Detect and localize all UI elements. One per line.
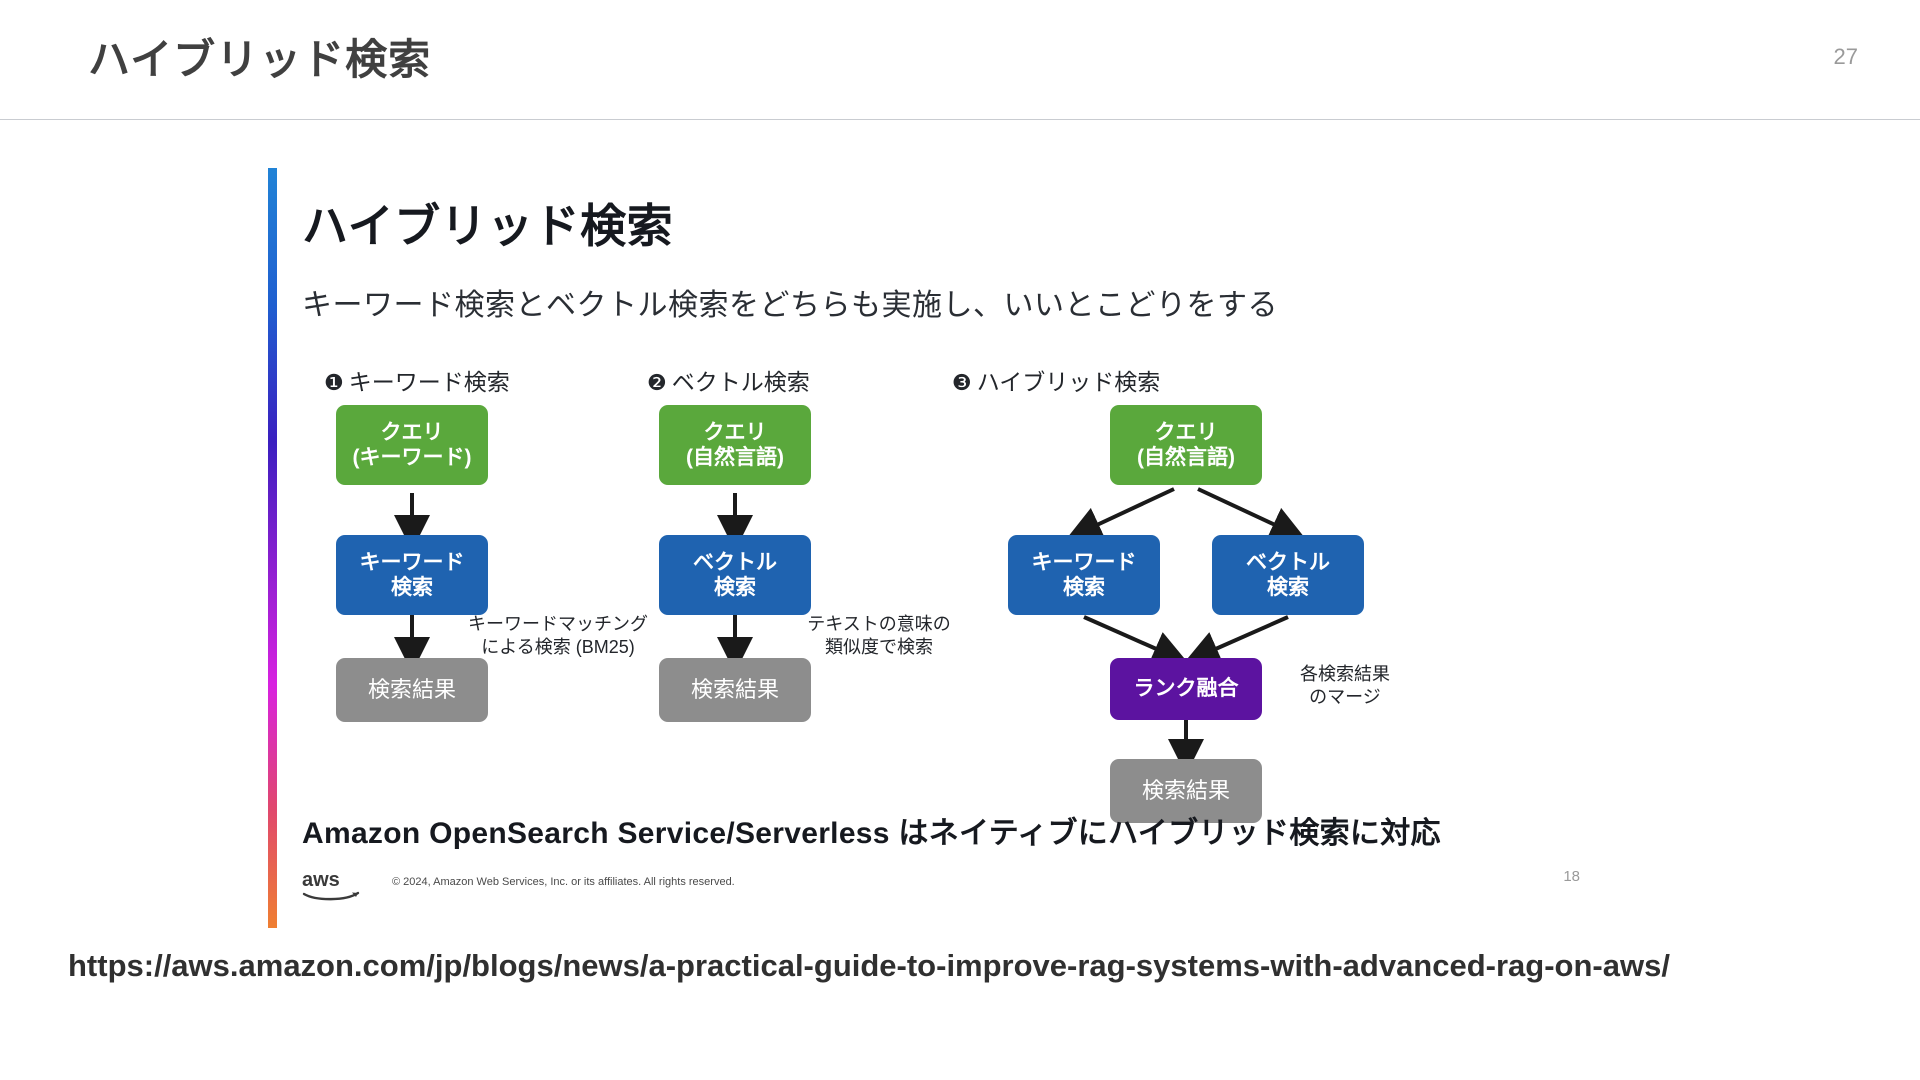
- result-box-hybrid: 検索結果: [1110, 759, 1262, 823]
- note-keyword-matching: キーワードマッチング による検索 (BM25): [468, 614, 648, 658]
- query-box-keyword: クエリ (キーワード): [336, 405, 488, 485]
- method-box-hybrid-vector: ベクトル 検索: [1212, 535, 1364, 615]
- note-semantic-similarity: テキストの意味の 類似度で検索: [807, 614, 951, 658]
- slide-content: ハイブリッド検索 キーワード検索とベクトル検索をどちらも実施し、いいとこどりをす…: [302, 168, 1598, 928]
- column-3-marker: ❸: [952, 370, 972, 395]
- slide-accent-bar: [268, 168, 277, 928]
- source-url[interactable]: https://aws.amazon.com/jp/blogs/news/a-p…: [68, 948, 1670, 983]
- page-number: 27: [1833, 44, 1858, 69]
- method-box-vector-search: ベクトル 検索: [659, 535, 811, 615]
- page-header: ハイブリッド検索 27: [0, 0, 1920, 120]
- svg-text:aws: aws: [302, 869, 340, 891]
- slide-footer-text: Amazon OpenSearch Service/Serverless はネイ…: [302, 817, 1441, 850]
- result-box-keyword: 検索結果: [336, 658, 488, 722]
- column-1-label: キーワード検索: [348, 369, 510, 395]
- note-merge-results: 各検索結果 のマージ: [1300, 664, 1390, 708]
- query-box-hybrid: クエリ (自然言語): [1110, 405, 1262, 485]
- slide-page-number: 18: [1563, 868, 1580, 885]
- column-1-marker: ❶: [324, 370, 344, 395]
- aws-logo-icon: aws: [302, 868, 366, 902]
- fusion-box-rank-fusion: ランク融合: [1110, 658, 1262, 720]
- result-box-vector: 検索結果: [659, 658, 811, 722]
- method-box-keyword-search: キーワード 検索: [336, 535, 488, 615]
- slide-title: ハイブリッド検索: [302, 200, 674, 252]
- column-2-marker: ❷: [647, 370, 667, 395]
- embedded-slide: ハイブリッド検索 キーワード検索とベクトル検索をどちらも実施し、いいとこどりをす…: [268, 168, 1598, 928]
- method-box-hybrid-keyword: キーワード 検索: [1008, 535, 1160, 615]
- slide-copyright: © 2024, Amazon Web Services, Inc. or its…: [392, 876, 735, 888]
- column-2-label: ベクトル検索: [671, 369, 810, 395]
- column-3-label: ハイブリッド検索: [976, 369, 1161, 395]
- query-box-vector: クエリ (自然言語): [659, 405, 811, 485]
- page-title: ハイブリッド検索: [88, 36, 432, 83]
- slide-subtitle: キーワード検索とベクトル検索をどちらも実施し、いいとこどりをする: [302, 289, 1278, 322]
